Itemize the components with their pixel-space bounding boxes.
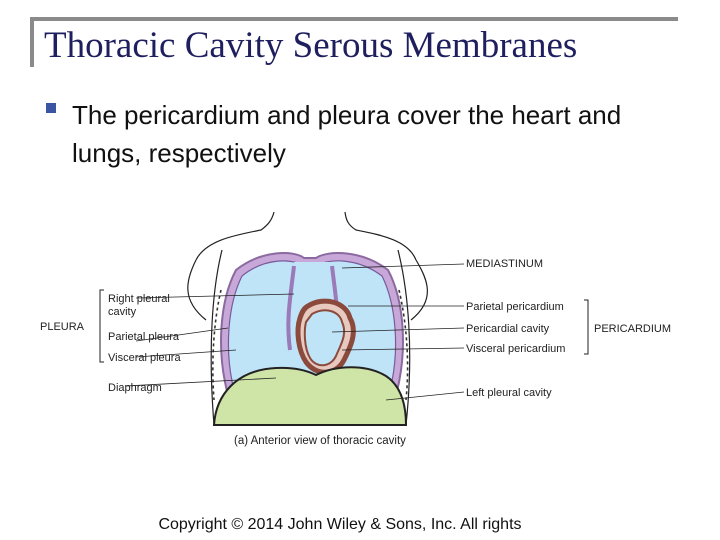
leader-lines — [125, 263, 465, 401]
label-visceral-pericardium: Visceral pericardium — [466, 343, 565, 355]
label-right-pleural-cavity-line2: cavity — [108, 306, 137, 318]
rib-lines — [212, 289, 409, 401]
figure-caption: (a) Anterior view of thoracic cavity — [234, 435, 406, 447]
label-parietal-pleura: Parietal pleura — [108, 331, 180, 343]
bullet-text: The pericardium and pleura cover the hea… — [72, 100, 622, 168]
label-pericardium: PERICARDIUM — [594, 323, 671, 335]
bullet-square-icon — [46, 103, 56, 113]
title-frame-left — [30, 17, 34, 67]
thoracic-cavity-diagram: MEDIASTINUM Right pleural cavity PLEURA … — [40, 211, 671, 447]
title-frame-top — [30, 17, 678, 21]
label-parietal-pericardium: Parietal pericardium — [466, 301, 564, 313]
label-diaphragm: Diaphragm — [108, 382, 162, 394]
heart-shape — [303, 309, 346, 367]
label-pleura: PLEURA — [40, 321, 85, 333]
label-left-pleural-cavity: Left pleural cavity — [466, 387, 552, 399]
label-right-pleural-cavity-line1: Right pleural — [108, 293, 170, 305]
diaphragm-shape — [212, 366, 408, 426]
copyright-text: Copyright © 2014 John Wiley & Sons, Inc.… — [158, 516, 522, 533]
slide-title: Thoracic Cavity Serous Membranes — [44, 25, 578, 66]
mediastinum-region — [294, 262, 332, 308]
label-visceral-pleura: Visceral pleura — [108, 352, 181, 364]
label-pericardial-cavity: Pericardial cavity — [466, 323, 550, 335]
brackets — [99, 289, 589, 363]
visceral-pleura-left-line — [286, 265, 296, 351]
label-mediastinum: MEDIASTINUM — [466, 258, 543, 270]
